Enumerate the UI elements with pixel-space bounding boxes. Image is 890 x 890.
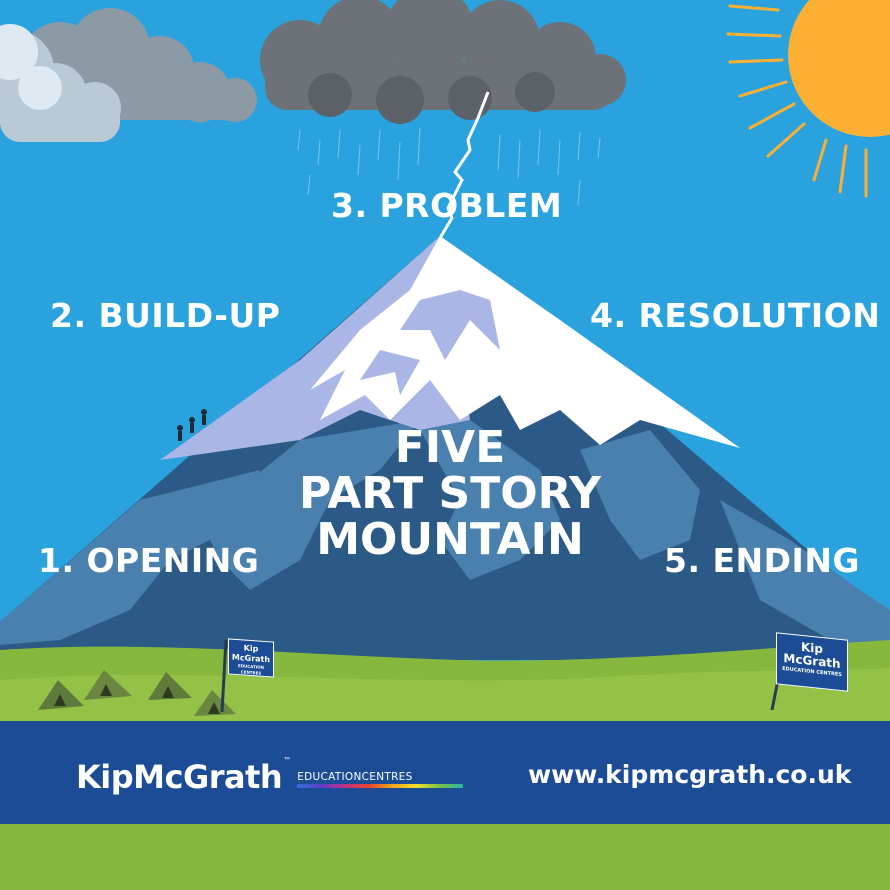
brand-logo: KipMcGrath ™ EDUCATIONCENTRES — [76, 752, 464, 796]
rainbow-underline — [297, 784, 464, 788]
brand-subtitle-text: EDUCATIONCENTRES — [297, 771, 413, 783]
storm-cloud-icon — [260, 0, 626, 206]
tent-icon — [38, 670, 236, 716]
bottom-grass-strip — [0, 824, 890, 890]
stage-3-label: 3. PROBLEM — [331, 186, 563, 225]
stage-5-label: 5. ENDING — [664, 541, 861, 580]
title-line-3: MOUNTAIN — [316, 514, 584, 565]
mountain — [0, 236, 890, 660]
stage-4-label: 4. RESOLUTION — [590, 296, 881, 335]
sun-icon — [726, 0, 890, 198]
brand-subtitle: EDUCATIONCENTRES — [297, 770, 464, 788]
footer-banner — [0, 721, 890, 824]
cloud-icon — [0, 8, 257, 142]
title-line-1: FIVE — [394, 422, 506, 473]
stage-2-label: 2. BUILD-UP — [50, 296, 281, 335]
stage-1-label: 1. OPENING — [38, 541, 260, 580]
title-line-2: PART STORY — [299, 468, 601, 519]
trademark-mark: ™ — [283, 756, 292, 765]
diagram-title: FIVE PART STORY MOUNTAIN — [250, 425, 650, 563]
flag-pole — [220, 639, 228, 713]
lightning-icon — [438, 91, 490, 239]
website-link[interactable]: www.kipmcgrath.co.uk — [528, 760, 852, 789]
climber-icon — [177, 409, 207, 441]
brand-name: KipMcGrath — [76, 758, 283, 796]
